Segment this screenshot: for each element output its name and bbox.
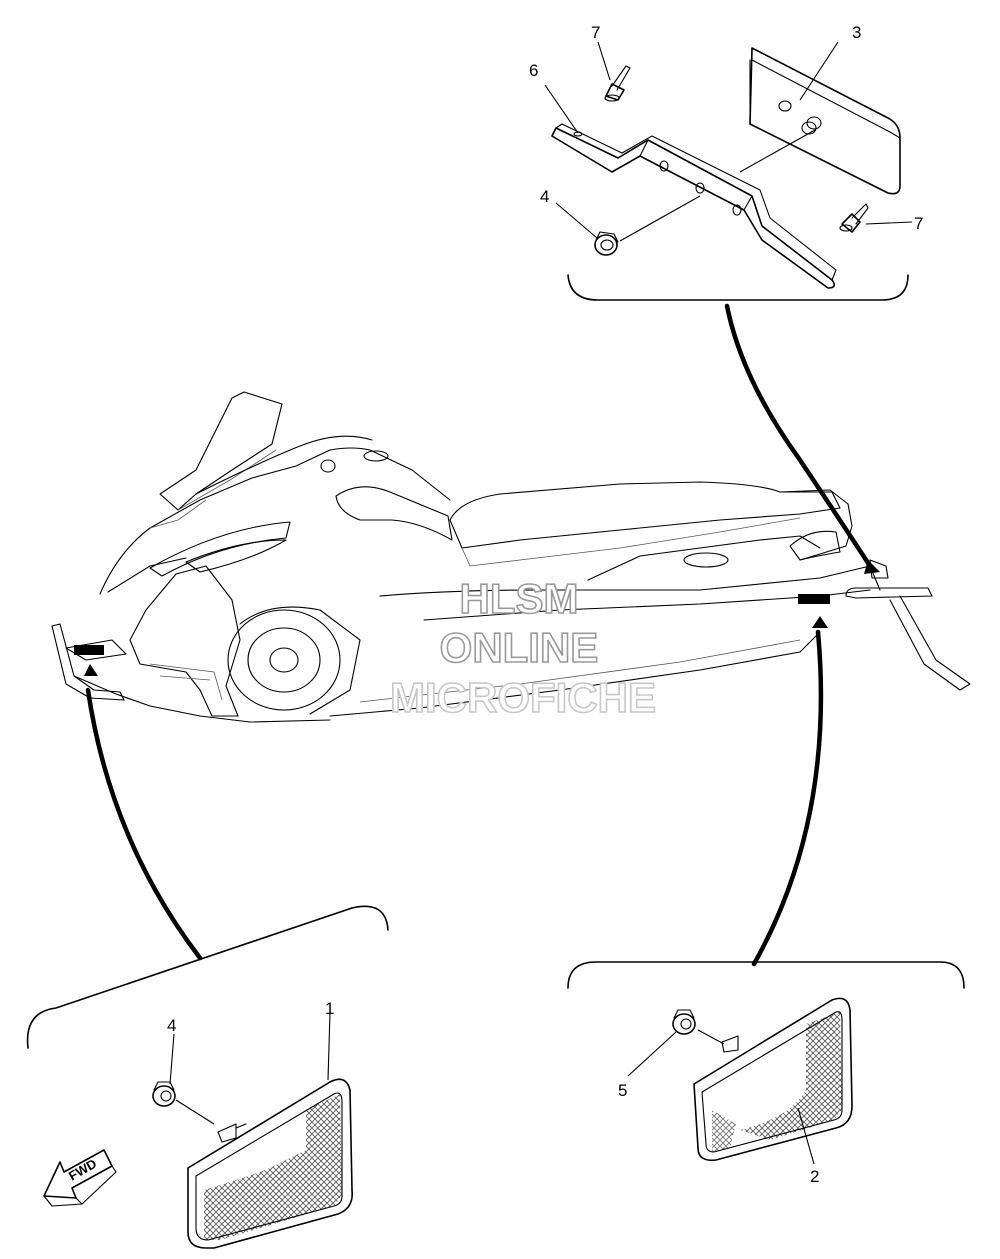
rear-bracket-detail [544,41,913,301]
callout-part-4-bottom: 4 [167,1016,176,1035]
callout-part-7-right: 7 [914,214,923,233]
watermark-line-3: MICROFICHE [390,674,656,721]
flange-nut-rear [672,1009,696,1035]
front-reflector [187,1078,354,1249]
front-reflector-detail: FWD [26,905,389,1249]
callout-part-2: 2 [810,1167,819,1186]
flange-nut-bottom [152,1081,176,1107]
rivet-right [839,203,869,233]
license-plate [749,47,901,195]
front-reflector-marker [74,645,104,655]
callout-part-7-top: 7 [591,23,600,42]
fwd-label: FWD [66,1156,99,1184]
rear-reflector-marker [798,594,830,604]
rivet-top [604,65,631,102]
rear-reflector [693,997,853,1162]
rear-reflector-detail [567,961,965,1165]
callout-part-6: 6 [529,61,538,80]
snowmobile-outline [51,391,971,723]
callout-part-5: 5 [618,1081,627,1100]
watermark: HLSM ONLINE MICROFICHE [389,574,657,722]
callout-part-3: 3 [852,23,861,42]
forward-direction-arrow: FWD [43,1149,117,1207]
connector-rear [751,629,824,967]
drive-wheel [227,606,361,715]
bracket [551,123,837,289]
connector-front [85,687,203,961]
callout-part-4-top: 4 [540,187,549,206]
connector-top [724,303,873,569]
flange-nut-top [594,231,619,256]
watermark-line-1: HLSM [460,575,579,622]
watermark-line-2: ONLINE [440,624,599,671]
callout-part-1: 1 [325,999,334,1018]
